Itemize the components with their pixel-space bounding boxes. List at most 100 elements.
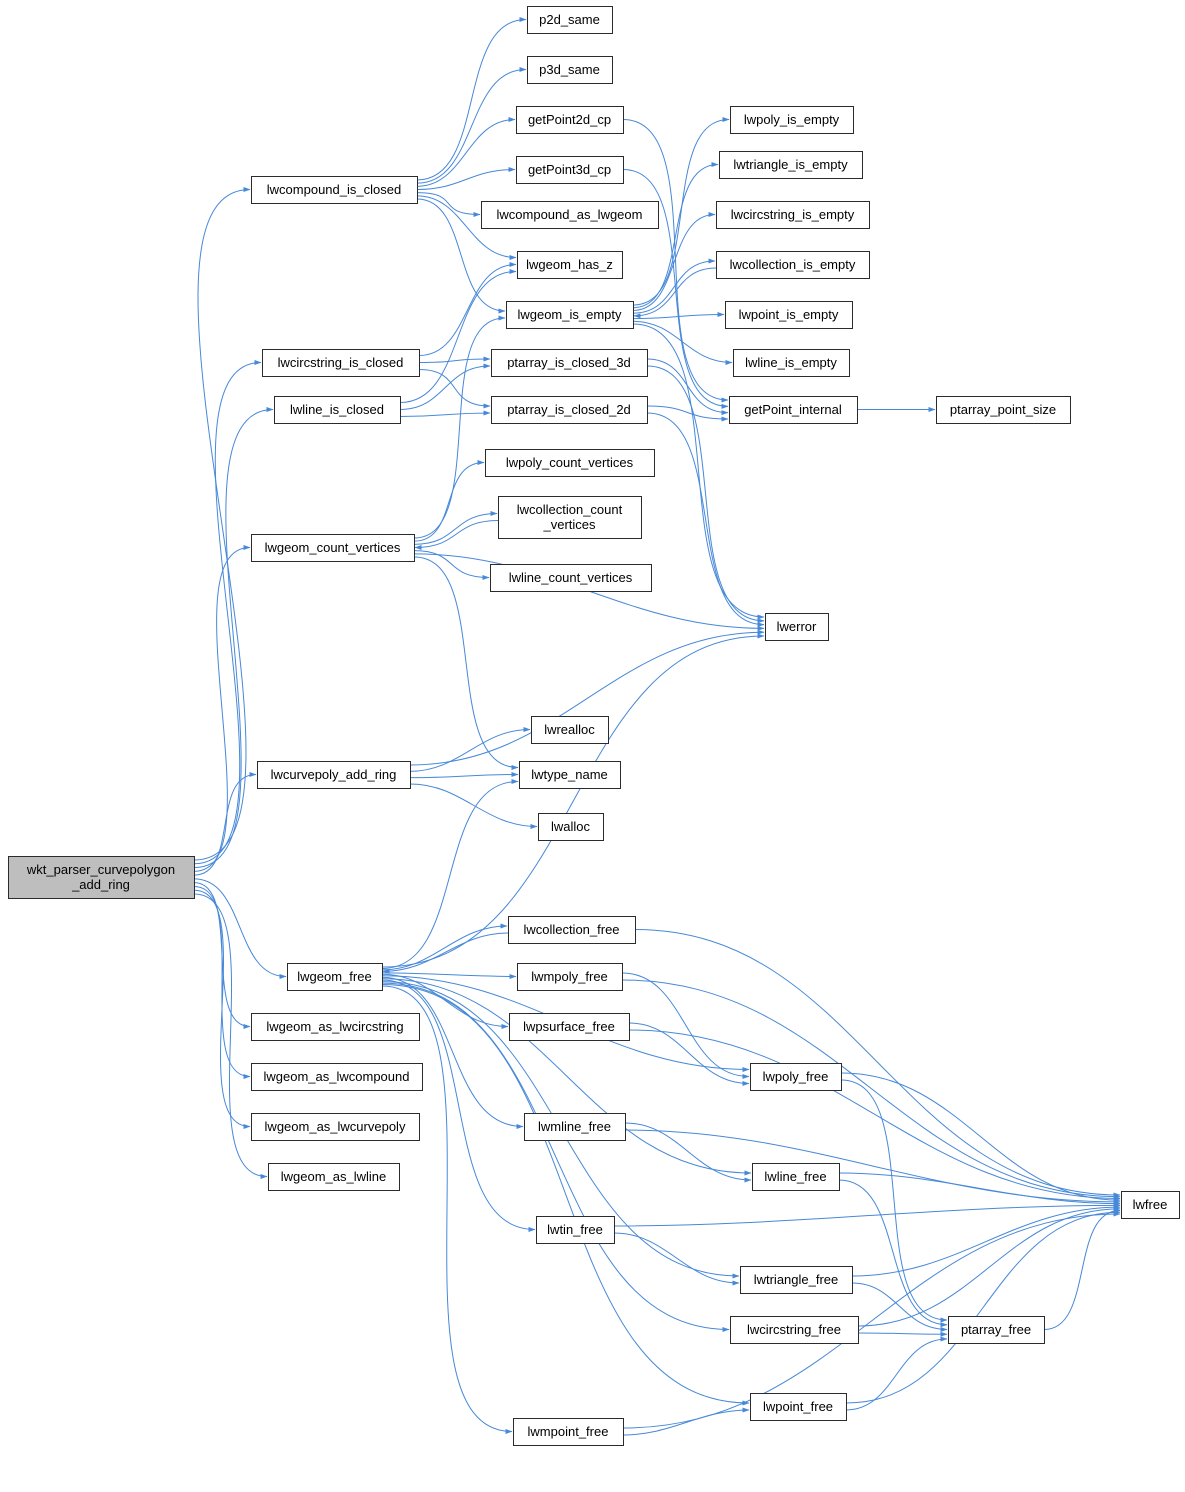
graph-node-label-lwgeom_count_vertices: lwgeom_count_vertices xyxy=(265,540,401,555)
graph-node-ptarray_is_closed_2d[interactable]: ptarray_is_closed_2d xyxy=(491,396,648,424)
graph-node-lwpoly_free[interactable]: lwpoly_free xyxy=(750,1063,842,1091)
graph-node-lwfree[interactable]: lwfree xyxy=(1121,1191,1180,1219)
graph-node-p2d_same[interactable]: p2d_same xyxy=(527,6,613,34)
call-edge-lwpoint_free--ptarray_free xyxy=(845,1336,948,1411)
graph-node-lwcompound_as_lwgeom[interactable]: lwcompound_as_lwgeom xyxy=(481,201,659,229)
graph-node-label-p2d_same: p2d_same xyxy=(539,12,600,27)
call-edge-lwmpoint_free--lwpoint_free xyxy=(622,1407,750,1436)
call-edge-lwgeom_free--lwerror xyxy=(381,633,765,968)
graph-node-lwgeom_is_empty[interactable]: lwgeom_is_empty xyxy=(506,301,634,329)
graph-node-p3d_same[interactable]: p3d_same xyxy=(527,56,613,84)
graph-node-lwline_is_empty[interactable]: lwline_is_empty xyxy=(733,349,850,377)
graph-node-lwline_count_vertices[interactable]: lwline_count_vertices xyxy=(490,564,652,592)
graph-node-getPoint_internal[interactable]: getPoint_internal xyxy=(729,396,858,424)
graph-node-label-lwcollection_count_vertices: lwcollection_count_vertices xyxy=(517,502,623,532)
call-edge-lwtriangle_free--ptarray_free xyxy=(851,1282,948,1332)
graph-node-label-lwfree: lwfree xyxy=(1133,1197,1168,1212)
call-edge-lwcircstring_free--lwfree xyxy=(857,1206,1121,1327)
graph-node-lwcollection_free[interactable]: lwcollection_free xyxy=(508,916,636,944)
graph-node-getPoint3d_cp[interactable]: getPoint3d_cp xyxy=(516,156,624,184)
graph-node-ptarray_point_size[interactable]: ptarray_point_size xyxy=(936,396,1071,424)
graph-node-lwtriangle_free[interactable]: lwtriangle_free xyxy=(740,1266,853,1294)
call-edge-ptarray_is_closed_3d--lwerror xyxy=(646,365,765,624)
call-edge-lwcompound_is_closed--p3d_same xyxy=(416,67,527,184)
graph-node-lwtriangle_is_empty[interactable]: lwtriangle_is_empty xyxy=(719,151,863,179)
graph-node-lwtin_free[interactable]: lwtin_free xyxy=(536,1216,615,1244)
graph-node-lwgeom_as_lwcircstring[interactable]: lwgeom_as_lwcircstring xyxy=(251,1013,420,1041)
graph-node-lwline_free[interactable]: lwline_free xyxy=(752,1163,840,1191)
call-edge-lwcompound_is_closed--getPoint2d_cp xyxy=(416,117,516,187)
graph-node-lwtype_name[interactable]: lwtype_name xyxy=(519,761,621,789)
graph-node-label-lwcollection_is_empty: lwcollection_is_empty xyxy=(730,257,856,272)
graph-node-lwgeom_has_z[interactable]: lwgeom_has_z xyxy=(517,251,623,279)
graph-node-lwgeom_as_lwline[interactable]: lwgeom_as_lwline xyxy=(268,1163,400,1191)
call-edge-ptarray_is_closed_3d--getPoint_internal xyxy=(646,358,729,416)
graph-node-lwmline_free[interactable]: lwmline_free xyxy=(524,1113,626,1141)
call-edge-wkt_parser_curvepolygon_add_ring--lwgeom_as_lwcompound xyxy=(193,885,251,1079)
graph-node-lwgeom_as_lwcompound[interactable]: lwgeom_as_lwcompound xyxy=(251,1063,423,1091)
graph-node-label-lwcircstring_free: lwcircstring_free xyxy=(747,1322,841,1337)
graph-node-label-lwpoint_is_empty: lwpoint_is_empty xyxy=(739,307,839,322)
graph-node-lwalloc[interactable]: lwalloc xyxy=(538,813,604,841)
call-edge-lwgeom_count_vertices--lwline_count_vertices xyxy=(413,550,490,580)
call-edge-lwtin_free--lwfree xyxy=(613,1202,1121,1227)
call-edge-lwcollection_count_vertices--lwgeom_count_vertices xyxy=(414,520,499,550)
graph-node-lwcircstring_free[interactable]: lwcircstring_free xyxy=(730,1316,859,1344)
call-edge-lwgeom_free--lwtype_name xyxy=(381,779,519,969)
graph-node-lwmpoly_free[interactable]: lwmpoly_free xyxy=(517,963,623,991)
call-edge-lwcurvepoly_add_ring--lwalloc xyxy=(409,783,538,829)
graph-node-label-lwgeom_has_z: lwgeom_has_z xyxy=(526,257,613,272)
graph-node-label-lwgeom_as_lwline: lwgeom_as_lwline xyxy=(281,1169,387,1184)
graph-node-lwline_is_closed[interactable]: lwline_is_closed xyxy=(274,396,401,424)
graph-node-label-lwalloc: lwalloc xyxy=(551,819,591,834)
call-edge-lwline_is_closed--ptarray_is_closed_3d xyxy=(399,363,491,410)
graph-node-lwcollection_count_vertices[interactable]: lwcollection_count_vertices xyxy=(498,496,642,539)
call-edge-ptarray_is_closed_2d--lwerror xyxy=(646,412,765,628)
graph-node-ptarray_is_closed_3d[interactable]: ptarray_is_closed_3d xyxy=(491,349,648,377)
graph-node-lwpoly_count_vertices[interactable]: lwpoly_count_vertices xyxy=(485,449,655,477)
call-edge-getPoint3d_cp--getPoint_internal xyxy=(622,169,729,409)
graph-node-lwcompound_is_closed[interactable]: lwcompound_is_closed xyxy=(251,176,418,204)
graph-node-lwcollection_is_empty[interactable]: lwcollection_is_empty xyxy=(716,251,870,279)
graph-node-label-ptarray_is_closed_3d: ptarray_is_closed_3d xyxy=(507,355,631,370)
graph-node-lwerror[interactable]: lwerror xyxy=(765,613,829,641)
call-edge-lwcircstring_free--ptarray_free xyxy=(857,1331,948,1337)
graph-node-label-lwline_is_empty: lwline_is_empty xyxy=(745,355,837,370)
call-edge-lwgeom_count_vertices--lwtype_name xyxy=(413,556,519,770)
graph-node-getPoint2d_cp[interactable]: getPoint2d_cp xyxy=(516,106,624,134)
call-edge-lwcompound_is_closed--getPoint3d_cp xyxy=(416,167,516,190)
graph-node-ptarray_free[interactable]: ptarray_free xyxy=(948,1316,1045,1344)
graph-node-lwcircstring_is_empty[interactable]: lwcircstring_is_empty xyxy=(716,201,870,229)
graph-node-label-lwtriangle_free: lwtriangle_free xyxy=(754,1272,839,1287)
call-edge-lwcollection_free--lwfree xyxy=(634,929,1121,1198)
graph-node-lwrealloc[interactable]: lwrealloc xyxy=(531,716,609,744)
graph-node-lwpsurface_free[interactable]: lwpsurface_free xyxy=(509,1013,630,1041)
graph-node-lwpoint_free[interactable]: lwpoint_free xyxy=(750,1393,847,1421)
graph-node-wkt_parser_curvepolygon_add_ring[interactable]: wkt_parser_curvepolygon_add_ring xyxy=(8,856,195,899)
graph-node-lwmpoint_free[interactable]: lwmpoint_free xyxy=(513,1418,624,1446)
call-edge-wkt_parser_curvepolygon_add_ring--lwgeom_free xyxy=(193,878,287,979)
graph-node-lwcircstring_is_closed[interactable]: lwcircstring_is_closed xyxy=(262,349,420,377)
graph-node-lwpoly_is_empty[interactable]: lwpoly_is_empty xyxy=(730,106,854,134)
graph-node-label-lwmline_free: lwmline_free xyxy=(538,1119,611,1134)
graph-node-lwgeom_count_vertices[interactable]: lwgeom_count_vertices xyxy=(251,534,415,562)
graph-node-label-lwcurvepoly_add_ring: lwcurvepoly_add_ring xyxy=(271,767,397,782)
call-edge-lwgeom_count_vertices--lwpoly_count_vertices xyxy=(413,460,485,542)
call-edge-wkt_parser_curvepolygon_add_ring--lwgeom_as_lwcurvepoly xyxy=(193,889,251,1129)
graph-node-label-lwpsurface_free: lwpsurface_free xyxy=(523,1019,615,1034)
call-edge-lwmpoly_free--lwpoly_free xyxy=(621,972,750,1079)
graph-node-label-lwerror: lwerror xyxy=(777,619,817,634)
graph-node-label-lwcompound_is_closed: lwcompound_is_closed xyxy=(267,182,401,197)
call-edge-lwgeom_is_empty--lwcircstring_is_empty xyxy=(632,212,716,311)
graph-node-lwgeom_free[interactable]: lwgeom_free xyxy=(287,963,383,991)
call-edge-lwline_is_closed--lwgeom_has_z xyxy=(399,269,517,403)
call-edge-lwpsurface_free--lwfree xyxy=(628,1029,1121,1201)
graph-node-lwpoint_is_empty[interactable]: lwpoint_is_empty xyxy=(725,301,853,329)
call-edge-lwgeom_free--lwmpoly_free xyxy=(381,972,517,979)
graph-node-lwgeom_as_lwcurvepoly[interactable]: lwgeom_as_lwcurvepoly xyxy=(251,1113,420,1141)
graph-node-lwcurvepoly_add_ring[interactable]: lwcurvepoly_add_ring xyxy=(257,761,411,789)
call-edge-lwcurvepoly_add_ring--lwrealloc xyxy=(409,727,531,772)
graph-node-label-lwcircstring_is_empty: lwcircstring_is_empty xyxy=(731,207,855,222)
graph-node-label-lwline_count_vertices: lwline_count_vertices xyxy=(509,570,633,585)
call-edge-lwmline_free--lwline_free xyxy=(624,1122,752,1183)
